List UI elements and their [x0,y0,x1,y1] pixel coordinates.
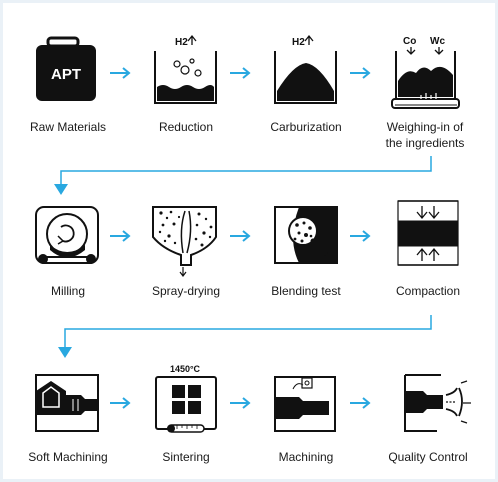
row-connector [60,156,432,185]
row-connector [64,315,432,348]
arrow-right [350,397,371,409]
svg-text:1450°C: 1450°C [170,364,201,374]
svg-text:APT: APT [51,66,81,83]
carburization-vessel-icon: H2 [274,34,337,104]
mill-drum-icon [35,206,99,264]
step-label-sintering: Sintering [162,450,210,464]
arrow-right [230,397,251,409]
step-label-blending-test: Blending test [271,284,341,298]
magnifier-icon [274,206,338,264]
step-label-spray-drying: Spray-drying [151,284,221,298]
process-flow: APT H2 H2 Co Wc [35,34,471,433]
arrow-right [110,67,131,79]
arrow-down [58,347,72,358]
arrow-right [350,230,371,242]
reduction-vessel-icon: H2 [154,34,217,104]
step-label-machining: Machining [278,450,334,464]
step-label-reduction: Reduction [158,120,214,134]
arrow-right [110,230,131,242]
svg-text:H2: H2 [292,37,305,48]
press-icon [397,200,459,266]
quality-control-icon [404,374,471,432]
svg-text:H2: H2 [175,37,188,48]
spray-dryer-icon [152,206,217,277]
step-label-milling: Milling [50,284,85,298]
svg-text:Co: Co [403,36,416,47]
arrow-right [350,67,371,79]
step-label-carburization: Carburization [270,120,342,134]
step-label-soft-machining: Soft Machining [28,450,108,464]
arrow-right [110,397,131,409]
arrow-right [230,230,251,242]
arrow-right [230,67,251,79]
process-diagram: APT H2 H2 Co Wc [3,3,495,479]
sintering-furnace-icon: 1450°C [155,364,217,433]
arrow-down [54,184,68,195]
svg-text:Wc: Wc [430,36,445,47]
step-label-quality-control: Quality Control [388,450,468,464]
soft-machining-icon [35,374,99,432]
apt-bag-icon: APT [36,36,96,101]
machining-icon [274,376,336,432]
weighing-scale-icon: Co Wc [391,36,460,109]
step-label-raw-materials: Raw Materials [29,120,107,134]
step-label-weighing: Weighing-in of the ingredients [385,120,465,150]
step-label-compaction: Compaction [395,284,461,298]
